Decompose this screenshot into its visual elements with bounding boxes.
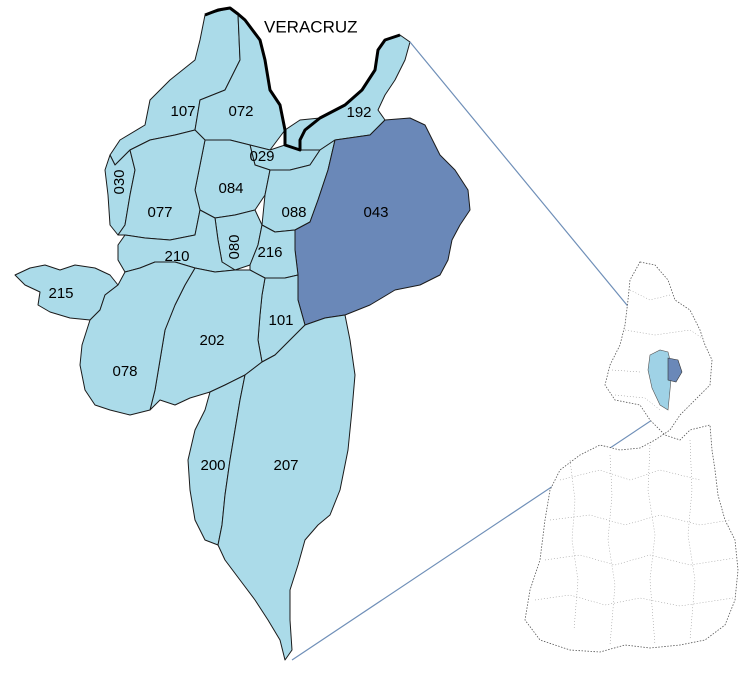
label-210: 210 (164, 248, 189, 265)
neighbor-state-label: VERACRUZ (264, 17, 358, 36)
inset-municipal-borders (534, 289, 736, 646)
inset-border-line (559, 469, 701, 481)
municipality-207[interactable] (217, 314, 356, 661)
inset-state-outline (524, 261, 739, 653)
label-088: 088 (281, 204, 306, 221)
label-207: 207 (273, 457, 298, 474)
label-029: 029 (249, 148, 274, 165)
inset-border-line (614, 394, 661, 411)
inset-highlight (667, 357, 683, 383)
state-boundary-line (204, 6, 401, 152)
label-084: 084 (218, 180, 243, 197)
inset-border-line (629, 289, 671, 301)
label-202: 202 (199, 332, 224, 349)
label-078: 078 (112, 363, 137, 380)
label-080: 080 (226, 234, 243, 259)
label-107: 107 (170, 103, 195, 120)
label-215: 215 (48, 285, 73, 302)
inset-border-line (544, 554, 736, 566)
inset-border-line (687, 439, 696, 641)
inset-region (647, 349, 673, 411)
label-200: 200 (200, 457, 225, 474)
label-101: 101 (268, 312, 293, 329)
label-030: 030 (111, 169, 128, 194)
inset-border-line (549, 514, 731, 526)
main-region (14, 7, 471, 661)
inset-state-map (524, 261, 739, 653)
label-192: 192 (346, 104, 371, 121)
inset-border-line (624, 329, 706, 341)
inset-border-line (607, 454, 616, 646)
label-043: 043 (363, 204, 388, 221)
municipality-078[interactable] (79, 261, 196, 416)
label-216: 216 (257, 244, 282, 261)
label-072: 072 (228, 103, 253, 120)
label-077: 077 (147, 204, 172, 221)
inset-border-line (647, 444, 656, 646)
